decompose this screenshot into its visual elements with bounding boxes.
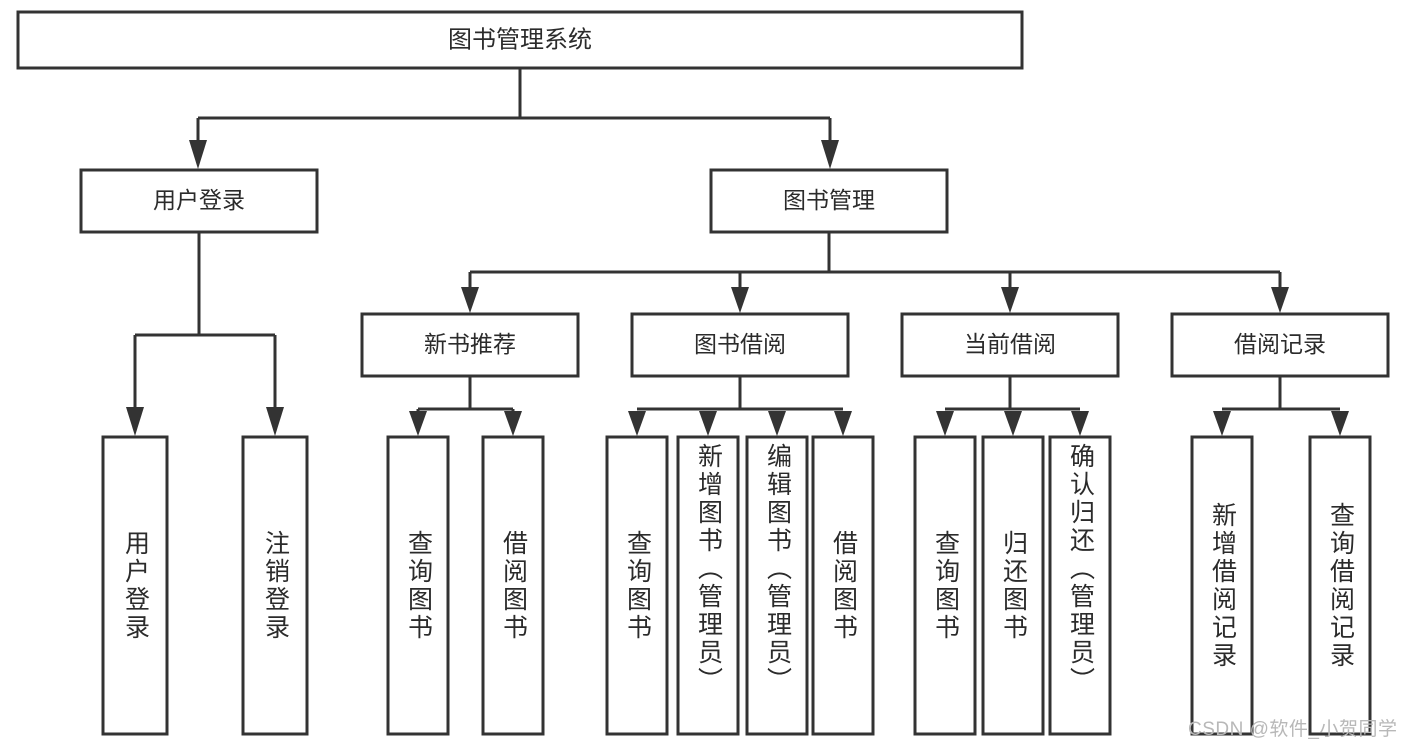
node-leaf-borrow-book-1-box[interactable] xyxy=(481,435,545,736)
arrow-head-leaf-add-book xyxy=(699,411,717,436)
node-user-login-label: 用户登录 xyxy=(153,187,245,213)
node-current-borrow-label: 当前借阅 xyxy=(964,331,1056,357)
arrow-head-leaf-query-book-1 xyxy=(409,411,427,436)
node-new-book-rec-box[interactable] xyxy=(360,312,580,378)
node-leaf-user-login-box[interactable] xyxy=(101,435,169,736)
arrow-head-borrow-record xyxy=(1271,287,1289,313)
arrow-head-leaf-confirm-return xyxy=(1071,411,1089,436)
arrow-head-leaf-query-book-3 xyxy=(936,411,954,436)
arrow-head-new-book-rec xyxy=(461,287,479,313)
node-layer: 图书管理系统 用户登录 图书管理 新书推荐 图书借阅 当前借阅 借阅记录 xyxy=(16,10,1390,736)
node-borrow-record-label: 借阅记录 xyxy=(1234,331,1326,357)
arrow-head-leaf-add-record xyxy=(1213,411,1231,436)
node-leaf-query-book-1-box[interactable] xyxy=(386,435,450,736)
arrow-head-leaf-return-book xyxy=(1004,411,1022,436)
node-root-label: 图书管理系统 xyxy=(448,26,592,53)
node-leaf-query-record-box[interactable] xyxy=(1308,435,1372,736)
node-book-manage-box[interactable] xyxy=(709,168,949,234)
node-book-borrow-box[interactable] xyxy=(630,312,850,378)
node-root-box[interactable] xyxy=(16,10,1024,70)
node-leaf-logout-box[interactable] xyxy=(241,435,309,736)
node-leaf-edit-book-box[interactable] xyxy=(745,435,809,736)
node-leaf-add-record-box[interactable] xyxy=(1190,435,1254,736)
arrow-head-leaf-logout xyxy=(266,407,284,436)
node-leaf-query-book-2-box[interactable] xyxy=(605,435,669,736)
arrow-head-leaf-borrow-book-1 xyxy=(504,411,522,436)
arrow-head-book-borrow xyxy=(731,287,749,313)
arrow-head-book-manage xyxy=(821,140,839,169)
arrow-head-leaf-edit-book xyxy=(768,411,786,436)
arrow-head-leaf-query-book-2 xyxy=(628,411,646,436)
node-leaf-add-book-box[interactable] xyxy=(676,435,740,736)
arrow-head-leaf-user-login xyxy=(126,407,144,436)
node-user-login-box[interactable] xyxy=(79,168,319,234)
node-leaf-query-book-3-box[interactable] xyxy=(913,435,977,736)
arrow-head-leaf-query-record xyxy=(1331,411,1349,436)
node-leaf-confirm-return-box[interactable] xyxy=(1048,435,1112,736)
node-book-borrow-label: 图书借阅 xyxy=(694,331,786,357)
node-current-borrow-box[interactable] xyxy=(900,312,1120,378)
arrow-head-leaf-borrow-book-2 xyxy=(834,411,852,436)
node-new-book-rec-label: 新书推荐 xyxy=(424,331,516,357)
csdn-watermark: CSDN @软件_小贺同学 xyxy=(1188,719,1398,740)
arrow-head-user-login xyxy=(189,140,207,169)
connector-layer xyxy=(126,68,1349,436)
node-leaf-return-book-box[interactable] xyxy=(981,435,1045,736)
arrow-head-current-borrow xyxy=(1001,287,1019,313)
node-borrow-record-box[interactable] xyxy=(1170,312,1390,378)
node-leaf-borrow-book-2-box[interactable] xyxy=(811,435,875,736)
node-book-manage-label: 图书管理 xyxy=(783,187,875,213)
